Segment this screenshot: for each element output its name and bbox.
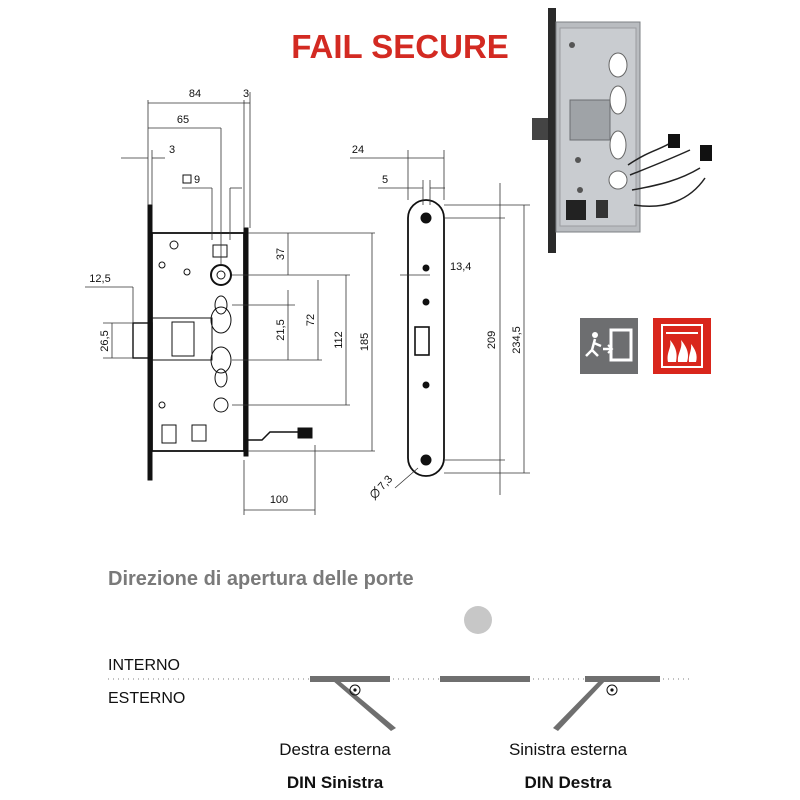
faceplate-drawing (407, 199, 445, 477)
esterno-label: ESTERNO (108, 690, 185, 707)
diameter-symbol-icon (370, 488, 380, 498)
door-left-diagram (310, 676, 396, 731)
lock-photo (532, 8, 712, 253)
dim-100: 100 (270, 494, 288, 506)
dimension-labels: 84 3 65 3 9 12,5 26,5 37 21,5 72 112 185… (89, 88, 523, 506)
right-door-label: Sinistra esterna (509, 740, 628, 759)
dim-84: 84 (189, 88, 201, 100)
fire-door-icon (653, 318, 711, 374)
opening-section-title: Direzione di apertura delle porte (108, 568, 414, 590)
square-symbol-icon (182, 174, 192, 184)
dim-185: 185 (359, 333, 371, 351)
dim-24: 24 (352, 144, 364, 156)
lock-dimension-lines (85, 92, 375, 515)
dim-3-top: 3 (243, 88, 249, 100)
left-door-din: DIN Sinistra (287, 773, 384, 792)
emergency-exit-icon (580, 318, 638, 374)
dim-209: 209 (486, 331, 498, 349)
dim-12-5: 12,5 (89, 273, 110, 285)
dim-112: 112 (333, 331, 345, 349)
lock-body-drawing (132, 204, 313, 481)
door-right-diagram (553, 676, 660, 731)
dim-65: 65 (177, 114, 189, 126)
dim-diameter-7-3: 7,3 (370, 473, 395, 501)
center-door-panel (440, 676, 530, 682)
left-door-label: Destra esterna (279, 740, 391, 759)
dim-26-5: 26,5 (99, 330, 111, 351)
dim-3-left: 3 (169, 144, 175, 156)
faceplate-dimension-lines (350, 150, 530, 495)
page-title: FAIL SECURE (291, 28, 509, 65)
dim-13-4: 13,4 (450, 261, 471, 273)
dim-72: 72 (305, 314, 317, 326)
gray-dot-icon (464, 606, 492, 634)
dim-diameter-value: 7,3 (376, 473, 395, 492)
interno-label: INTERNO (108, 657, 180, 674)
dim-37: 37 (275, 248, 287, 260)
dim-21-5: 21,5 (275, 319, 287, 340)
dim-square-9: 9 (194, 174, 200, 186)
dim-5: 5 (382, 174, 388, 186)
hinge-icon (349, 684, 361, 696)
right-door-din: DIN Destra (525, 773, 612, 792)
dim-234-5: 234,5 (511, 326, 523, 354)
hinge-icon (606, 684, 618, 696)
